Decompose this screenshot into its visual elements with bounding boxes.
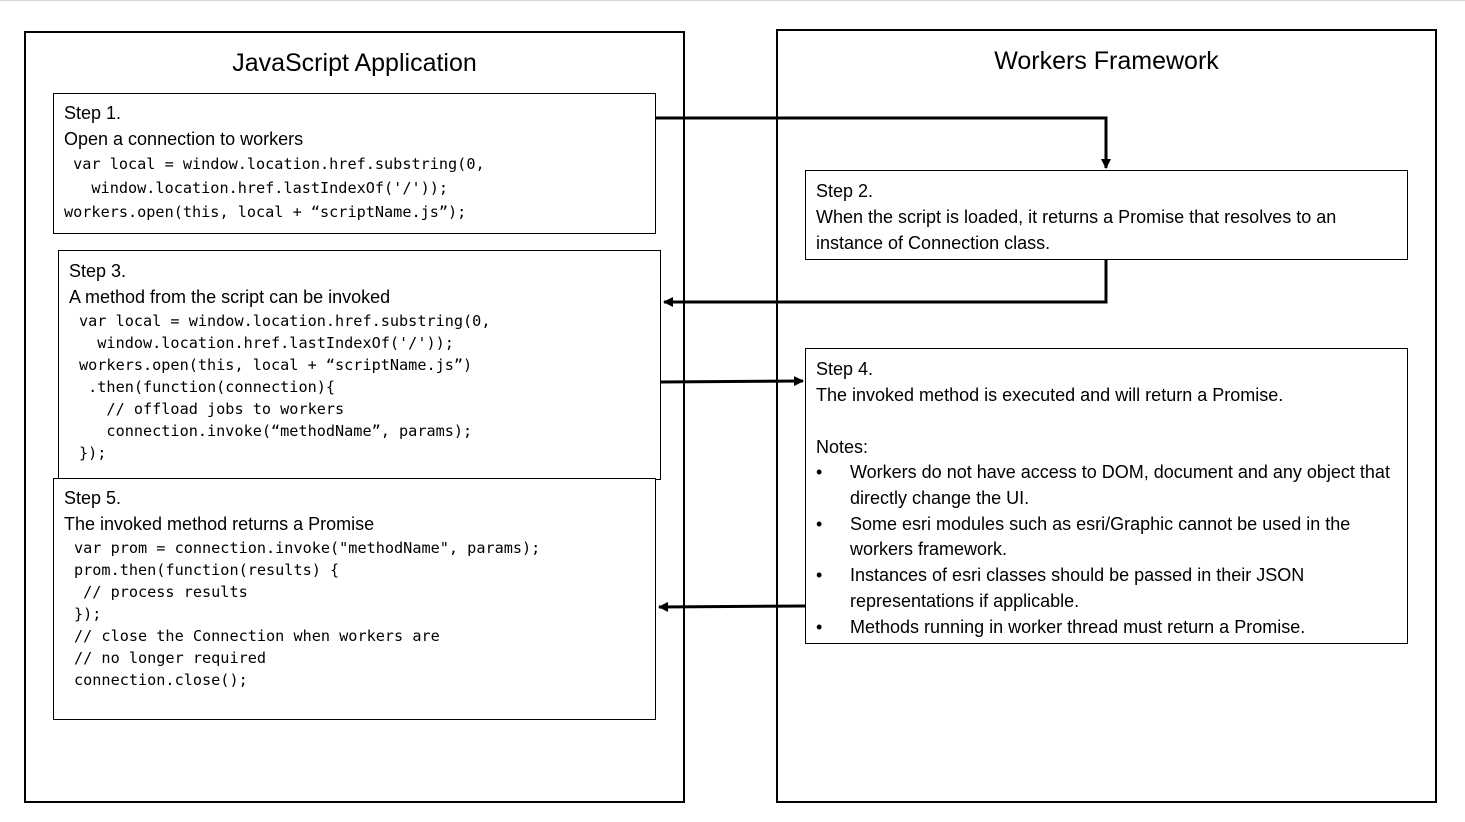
note-item: • Workers do not have access to DOM, doc… xyxy=(816,460,1397,512)
note-text: Some esri modules such as esri/Graphic c… xyxy=(850,513,1351,560)
step-description: The invoked method is executed and will … xyxy=(816,385,1284,405)
code-line: // offload jobs to workers xyxy=(79,400,345,418)
panel-title: Workers Framework xyxy=(994,47,1219,75)
arrow-step3-to-step4 xyxy=(660,376,804,387)
code-line: workers.open(this, local + “scriptName.j… xyxy=(79,356,473,374)
note-item: • Methods running in worker thread must … xyxy=(816,615,1397,641)
code-line: var prom = connection.invoke("methodName… xyxy=(74,539,541,557)
code-line: var local = window.location.href.substri… xyxy=(79,312,491,330)
step-label: Step 1. xyxy=(64,103,122,123)
bullet-icon: • xyxy=(816,616,823,637)
step-description: When the script is loaded, it returns a … xyxy=(816,207,1337,253)
top-divider xyxy=(0,0,1465,1)
code-line: var local = window.location.href.substri… xyxy=(64,155,485,173)
step-2-box: Step 2. When the script is loaded, it re… xyxy=(805,170,1408,260)
bullet-icon: • xyxy=(816,462,823,482)
code-line: // no longer required xyxy=(74,649,267,667)
step-description: A method from the script can be invoked xyxy=(69,287,391,307)
note-text: Instances of esri classes should be pass… xyxy=(850,565,1305,611)
step-description: The invoked method returns a Promise xyxy=(64,514,375,534)
code-line: }); xyxy=(79,444,107,462)
code-line: window.location.href.lastIndexOf('/')); xyxy=(79,334,454,352)
code-line: connection.close(); xyxy=(74,671,248,689)
step-label: Step 2. xyxy=(816,181,874,201)
bullet-icon: • xyxy=(816,565,823,586)
code-line: // process results xyxy=(74,583,248,601)
code-line: window.location.href.lastIndexOf('/')); xyxy=(64,179,449,197)
arrow-step1-to-step2 xyxy=(656,116,1111,169)
step-label: Step 3. xyxy=(69,261,127,281)
step-1-box: Step 1. Open a connection to workers var… xyxy=(53,93,656,234)
code-line: }); xyxy=(74,605,102,623)
arrow-step4-to-step5 xyxy=(658,601,806,612)
panel-title: JavaScript Application xyxy=(232,49,477,77)
arrow-step2-to-step3 xyxy=(663,260,1108,307)
note-item: • Some esri modules such as esri/Graphic… xyxy=(816,512,1397,564)
code-line: connection.invoke(“methodName”, params); xyxy=(79,422,473,440)
code-line: .then(function(connection){ xyxy=(79,378,336,396)
step-5-box: Step 5. The invoked method returns a Pro… xyxy=(53,478,656,720)
step-4-box: Step 4. The invoked method is executed a… xyxy=(805,348,1408,644)
notes-list: • Workers do not have access to DOM, doc… xyxy=(816,460,1397,641)
bullet-icon: • xyxy=(816,513,823,534)
note-text: Methods running in worker thread must re… xyxy=(850,616,1306,637)
notes-label: Notes: xyxy=(816,437,869,457)
code-line: workers.open(this, local + “scriptName.j… xyxy=(64,203,467,221)
note-item: • Instances of esri classes should be pa… xyxy=(816,563,1397,615)
step-label: Step 5. xyxy=(64,488,122,508)
code-line: prom.then(function(results) { xyxy=(74,561,340,579)
step-label: Step 4. xyxy=(816,359,874,379)
step-description: Open a connection to workers xyxy=(64,129,304,149)
note-text: Workers do not have access to DOM, docum… xyxy=(850,462,1390,508)
code-line: // close the Connection when workers are xyxy=(74,627,440,645)
